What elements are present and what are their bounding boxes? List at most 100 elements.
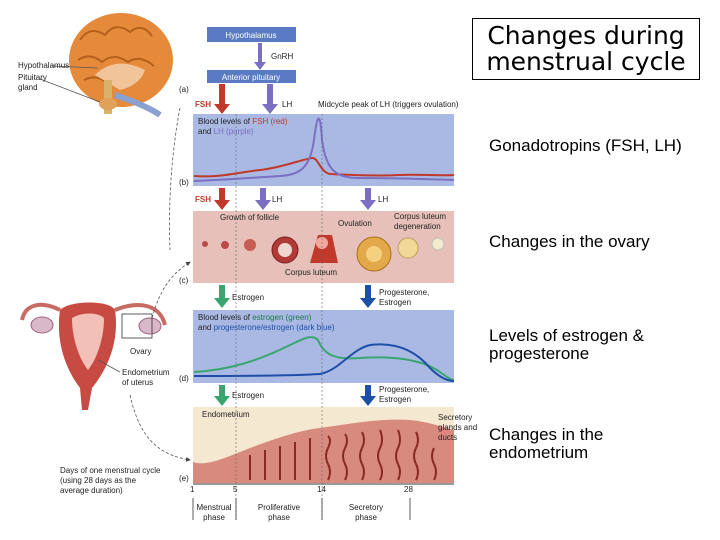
panel-b-label: (b) xyxy=(179,178,189,187)
progesterone-arrow-d xyxy=(360,385,376,406)
blood-levels-fsh-lh-line-1: Blood levels of FSH (red) xyxy=(198,117,288,126)
fsh-curve xyxy=(193,157,455,178)
fsh-arrow-a xyxy=(214,84,230,114)
corpus-luteum-degeneration-label-2: degeneration xyxy=(394,222,441,231)
brain-illustration xyxy=(69,13,173,118)
blood-levels-fsh-lh-line-2: and LH (purple) xyxy=(198,127,254,136)
endometrium-connector-arc xyxy=(129,394,191,462)
phase-brackets xyxy=(192,498,411,520)
title-line-2: menstrual cycle xyxy=(486,47,686,76)
and-text: and xyxy=(198,127,214,136)
lh-label-b2: LH xyxy=(378,195,388,204)
progesterone-estrogen-label-c-2: Estrogen xyxy=(379,298,411,307)
estrogen-arrow-c xyxy=(214,285,230,308)
progesterone-estrogen-label-d-1: Progesterone, xyxy=(379,385,429,394)
pituitary-leader-line xyxy=(39,78,101,103)
label-endometrium-line-1: Changes in the xyxy=(489,425,604,444)
endometrium-leader-line xyxy=(97,359,121,373)
fsh-arrow-b xyxy=(214,188,230,210)
hypothalamus-label: Hypothalamus xyxy=(18,61,69,70)
anterior-pituitary-box-label: Anterior pituitary xyxy=(222,73,280,82)
secretory-label-1: Secretory xyxy=(438,413,472,422)
panel-e-label: (e) xyxy=(179,474,189,483)
estrogen-label-c: Estrogen xyxy=(232,293,264,302)
day-label-14: 14 xyxy=(317,485,326,494)
ovary-callout-box xyxy=(121,313,153,339)
ovulation-label: Ovulation xyxy=(338,219,372,228)
estrogen-graph-panel xyxy=(193,310,454,383)
days-caption-2: (using 28 days as the xyxy=(60,476,137,485)
label-hormone-levels-line-1: Levels of estrogen & xyxy=(489,326,644,345)
label-gonadotropins: Gonadotropins (FSH, LH) xyxy=(489,136,682,155)
lh-curve xyxy=(193,117,455,182)
progesterone-curve xyxy=(193,343,455,382)
brain-connector-arc xyxy=(169,107,181,251)
endometrium-of-uterus-label-1: Endometrium xyxy=(122,368,170,377)
secretory-label-3: ducts xyxy=(438,433,457,442)
estrogen-label-d: Estrogen xyxy=(232,391,264,400)
panel-c-label: (c) xyxy=(179,276,189,285)
endometrium-of-uterus-label-2: of uterus xyxy=(122,378,153,387)
proliferative-phase-label-1: Proliferative xyxy=(258,503,301,512)
lh-arrow-b2 xyxy=(360,188,376,210)
panel-d-label: (d) xyxy=(179,374,189,383)
endometrium-lining xyxy=(193,419,454,483)
fsh-label-a: FSH xyxy=(195,100,211,109)
label-hormone-levels-line-2: progesterone xyxy=(489,344,590,363)
pituitary-label-1: Pituitary xyxy=(18,73,47,82)
lh-arrow-a xyxy=(262,84,278,114)
day-label-28: 28 xyxy=(404,485,413,494)
endometrium-label: Endometrium xyxy=(202,410,250,419)
fsh-red-text: FSH (red) xyxy=(252,117,287,126)
secretory-label-2: glands and xyxy=(438,423,477,432)
days-caption-1: Days of one menstrual cycle xyxy=(60,466,161,475)
day-label-1: 1 xyxy=(190,485,195,494)
menstrual-phase-label-1: Menstrual xyxy=(196,503,231,512)
gnrh-arrow xyxy=(254,43,266,70)
lh-purple-text: LH (purple) xyxy=(214,127,254,136)
progesterone-blue-text: progesterone/estrogen (dark blue) xyxy=(214,323,335,332)
corpus-luteum-label: Corpus luteum xyxy=(285,268,337,277)
anterior-pituitary-box xyxy=(207,70,296,83)
secretory-phase-label-2: phase xyxy=(355,513,377,522)
menstrual-phase-label-2: phase xyxy=(203,513,225,522)
progesterone-estrogen-label-c-1: Progesterone, xyxy=(379,288,429,297)
midcycle-peak-label: Midcycle peak of LH (triggers ovulation) xyxy=(318,100,459,109)
hypothalamus-box xyxy=(207,27,296,42)
estrogen-curve xyxy=(193,336,455,381)
gnrh-label: GnRH xyxy=(271,52,293,61)
blood-levels-est-line-1: Blood levels of estrogen (green) xyxy=(198,313,312,322)
uterus-illustration xyxy=(20,302,167,410)
lh-label-b: LH xyxy=(272,195,282,204)
estrogen-arrow-d xyxy=(214,385,230,406)
label-endometrium-line-2: endometrium xyxy=(489,443,589,462)
lh-arrow-b xyxy=(255,188,271,210)
endometrial-glands xyxy=(249,429,437,481)
progesterone-arrow-c xyxy=(360,285,376,308)
title-line-1: Changes during xyxy=(487,21,685,50)
label-endometrium-changes: Changes in the endometrium xyxy=(489,426,714,462)
label-ovary-changes: Changes in the ovary xyxy=(489,232,650,251)
days-caption-3: average duration) xyxy=(60,486,123,495)
ovary-label: Ovary xyxy=(130,347,151,356)
blood-levels-est-text: Blood levels of xyxy=(198,313,252,322)
day-label-5: 5 xyxy=(233,485,238,494)
proliferative-phase-label-2: phase xyxy=(268,513,290,522)
secretory-phase-label-1: Secretory xyxy=(349,503,383,512)
lh-label-a: LH xyxy=(282,100,292,109)
fsh-label-b: FSH xyxy=(195,195,211,204)
blood-levels-est-line-2: and progesterone/estrogen (dark blue) xyxy=(198,323,335,332)
estrogen-green-text: estrogen (green) xyxy=(252,313,311,322)
growth-of-follicle-label: Growth of follicle xyxy=(220,213,280,222)
and-est-text: and xyxy=(198,323,214,332)
hypothalamus-leader-line xyxy=(51,65,99,69)
title-box: Changes during menstrual cycle xyxy=(472,18,700,80)
panel-a-label: (a) xyxy=(179,85,189,94)
pituitary-label-2: gland xyxy=(18,83,38,92)
label-hormone-levels: Levels of estrogen & progesterone xyxy=(489,327,714,363)
follicle-sequence xyxy=(202,235,445,272)
progesterone-estrogen-label-d-2: Estrogen xyxy=(379,395,411,404)
blood-levels-text: Blood levels of xyxy=(198,117,252,126)
corpus-luteum-degeneration-label-1: Corpus luteum xyxy=(394,212,446,221)
